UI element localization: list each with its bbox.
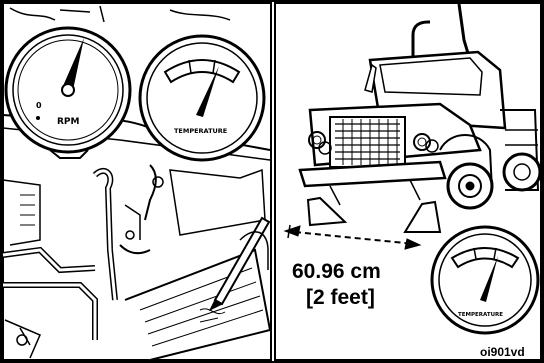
left-panel: 0 RPM TEMPERATURE: [3, 3, 271, 360]
rpm-needle-hub: [62, 84, 74, 96]
distance-metric-label: 60.96 cm: [292, 260, 381, 283]
temperature-label-right: TEMPERATURE: [458, 312, 503, 318]
temperature-gauge-right: TEMPERATURE: [432, 227, 538, 333]
right-panel: 60.96 cm [2 feet] TEMPERATURE oi901vd: [275, 3, 541, 360]
rpm-label: RPM: [57, 117, 80, 127]
temperature-label-left: TEMPERATURE: [174, 127, 227, 135]
figure-code: oi901vd: [480, 345, 525, 359]
temperature-gauge-left: TEMPERATURE: [140, 36, 264, 160]
rpm-zero-mark: 0: [36, 101, 42, 110]
distance-imperial-label: [2 feet]: [306, 286, 375, 309]
